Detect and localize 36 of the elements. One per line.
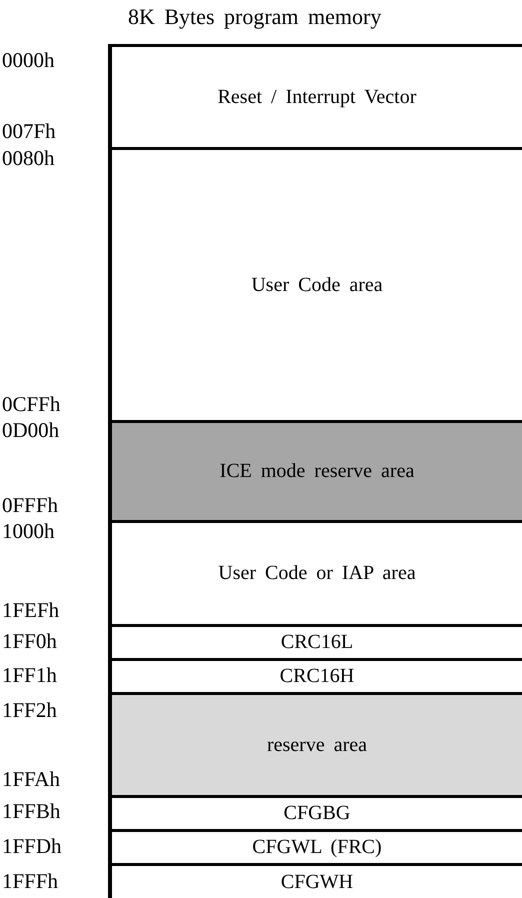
region-label: Reset / Interrupt Vector bbox=[218, 86, 416, 108]
region-label: User Code area bbox=[251, 274, 383, 296]
memory-region bbox=[108, 795, 522, 829]
address-label: 007Fh bbox=[2, 119, 56, 143]
address-label: 0FFFh bbox=[2, 493, 58, 517]
memory-region bbox=[108, 147, 522, 420]
address-label: 1FEFh bbox=[2, 598, 60, 622]
address-label: 1FF1h bbox=[2, 663, 57, 687]
address-label: 1FFAh bbox=[2, 767, 60, 791]
region-label: CRC16H bbox=[280, 665, 354, 688]
region-label: CFGWL (FRC) bbox=[252, 836, 382, 859]
memory-region bbox=[108, 658, 522, 692]
address-label: 0CFFh bbox=[2, 392, 60, 416]
diagram-title: 8K Bytes program memory bbox=[128, 4, 382, 30]
memory-region bbox=[108, 624, 522, 658]
region-label: reserve area bbox=[266, 734, 368, 756]
address-label: 0080h bbox=[2, 146, 54, 170]
memory-region bbox=[108, 420, 522, 520]
address-label: 0000h bbox=[2, 48, 54, 72]
region-label: CFGWH bbox=[280, 870, 354, 894]
address-label: 1FFFh bbox=[2, 869, 58, 893]
memory-region bbox=[108, 829, 522, 863]
region-label: ICE mode reserve area bbox=[220, 460, 414, 483]
memory-region bbox=[108, 44, 522, 147]
memory-region bbox=[108, 863, 522, 898]
memory-region bbox=[108, 520, 522, 624]
address-label: 1FFBh bbox=[2, 799, 60, 823]
region-label: CFGBG bbox=[284, 802, 350, 825]
region-label: CRC16L bbox=[280, 631, 354, 654]
address-label: 0D00h bbox=[2, 418, 60, 442]
region-label: User Code or IAP area bbox=[218, 562, 416, 585]
address-label: 1FF0h bbox=[2, 629, 57, 653]
memory-region bbox=[108, 692, 522, 795]
address-label: 1000h bbox=[2, 519, 54, 543]
address-label: 1FFDh bbox=[2, 834, 62, 858]
address-label: 1FF2h bbox=[2, 698, 57, 722]
